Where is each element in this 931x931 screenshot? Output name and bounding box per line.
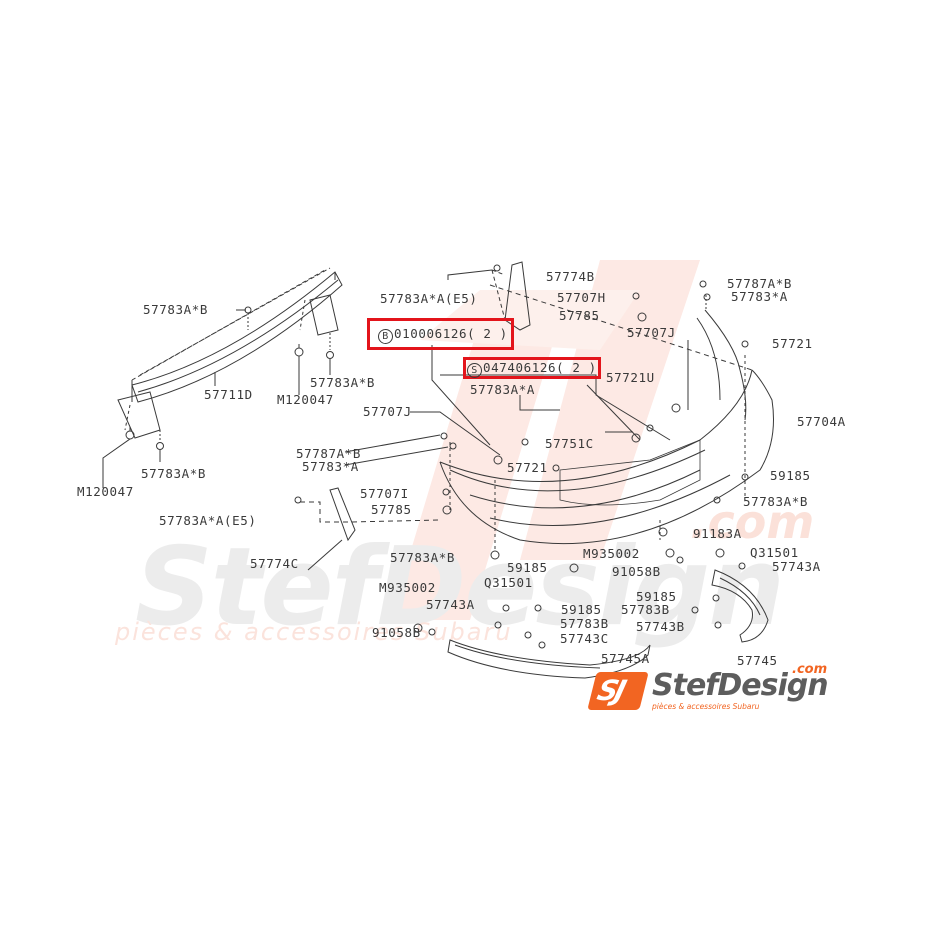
part-label: 57783B	[560, 616, 609, 631]
part-label: 57783A*B	[141, 466, 207, 481]
part-label: 57707J	[363, 404, 412, 419]
part-label: 57783A*B	[743, 494, 809, 509]
lower-spoiler-right-icon	[711, 569, 769, 643]
part-label: 57704A	[797, 414, 846, 429]
part-label: 57783A*A(E5)	[380, 291, 478, 306]
part-label: 57711D	[204, 387, 253, 402]
part-label: 57743A	[426, 597, 475, 612]
watermark-brand: StefDesign	[135, 525, 785, 650]
part-label: 57743A	[772, 559, 821, 574]
part-label: M120047	[277, 392, 334, 407]
logo-name: StefDesign	[652, 668, 829, 703]
part-label: 57743B	[636, 619, 685, 634]
part-label: 59185	[636, 589, 677, 604]
part-label: 91058B	[372, 625, 421, 640]
part-label: Q31501	[484, 575, 533, 590]
callout-box-screw	[463, 357, 601, 379]
part-label: 57785	[559, 308, 600, 323]
part-label: 59185	[561, 602, 602, 617]
part-label: 57751C	[545, 436, 594, 451]
bolt-symbol-icon: B	[378, 329, 393, 344]
screw-symbol-icon: S	[467, 363, 482, 378]
part-label: M120047	[77, 484, 134, 499]
part-label: 57721U	[606, 370, 655, 385]
part-label: 57787A*B	[727, 276, 793, 291]
part-label: 57785	[371, 502, 412, 517]
reinforcement-beam-icon	[117, 267, 343, 439]
part-label: 91183A	[693, 526, 742, 541]
part-label: 57774B	[546, 269, 595, 284]
callout-box-bolt	[367, 318, 514, 350]
part-label: 59185	[507, 560, 548, 575]
part-label: 57783B	[621, 602, 670, 617]
part-label: 59185	[770, 468, 811, 483]
part-label: M935002	[583, 546, 640, 561]
part-label: 57721	[507, 460, 548, 475]
part-label: 57745	[737, 653, 778, 668]
part-label: 57783A*B	[143, 302, 209, 317]
part-label: 57783*A	[302, 459, 359, 474]
part-label: 57721	[772, 336, 813, 351]
watermark-subtitle: pièces & accessoires Subaru	[115, 618, 513, 646]
brand-logo: SJ StefDesign .com pièces & accessoires …	[587, 662, 852, 718]
part-label: 57743C	[560, 631, 609, 646]
part-label: Q31501	[750, 545, 799, 560]
part-label: 57745A	[601, 651, 650, 666]
fastener-icons	[294, 264, 749, 649]
part-label: 57774C	[250, 556, 299, 571]
bumper-cover-icon	[439, 284, 774, 545]
part-label: 57787A*B	[296, 446, 362, 461]
part-label: 57783A*B	[310, 375, 376, 390]
part-label: 57783A*B	[390, 550, 456, 565]
logo-mark-icon: SJ	[587, 672, 649, 710]
part-label: 57707J	[627, 325, 676, 340]
lower-spoiler-left-icon	[447, 639, 651, 679]
part-label: 57707H	[557, 290, 606, 305]
logo-domain: .com	[792, 662, 828, 677]
part-label: 57707I	[360, 486, 409, 501]
part-label: 57783*A	[731, 289, 788, 304]
part-label: 91058B	[612, 564, 661, 579]
part-label: 57783A*A(E5)	[159, 513, 257, 528]
part-label: M935002	[379, 580, 436, 595]
part-label: 57783A*A	[470, 382, 536, 397]
watermark-domain: .com	[690, 495, 815, 549]
logo-tagline: pièces & accessoires Subaru	[652, 702, 760, 711]
